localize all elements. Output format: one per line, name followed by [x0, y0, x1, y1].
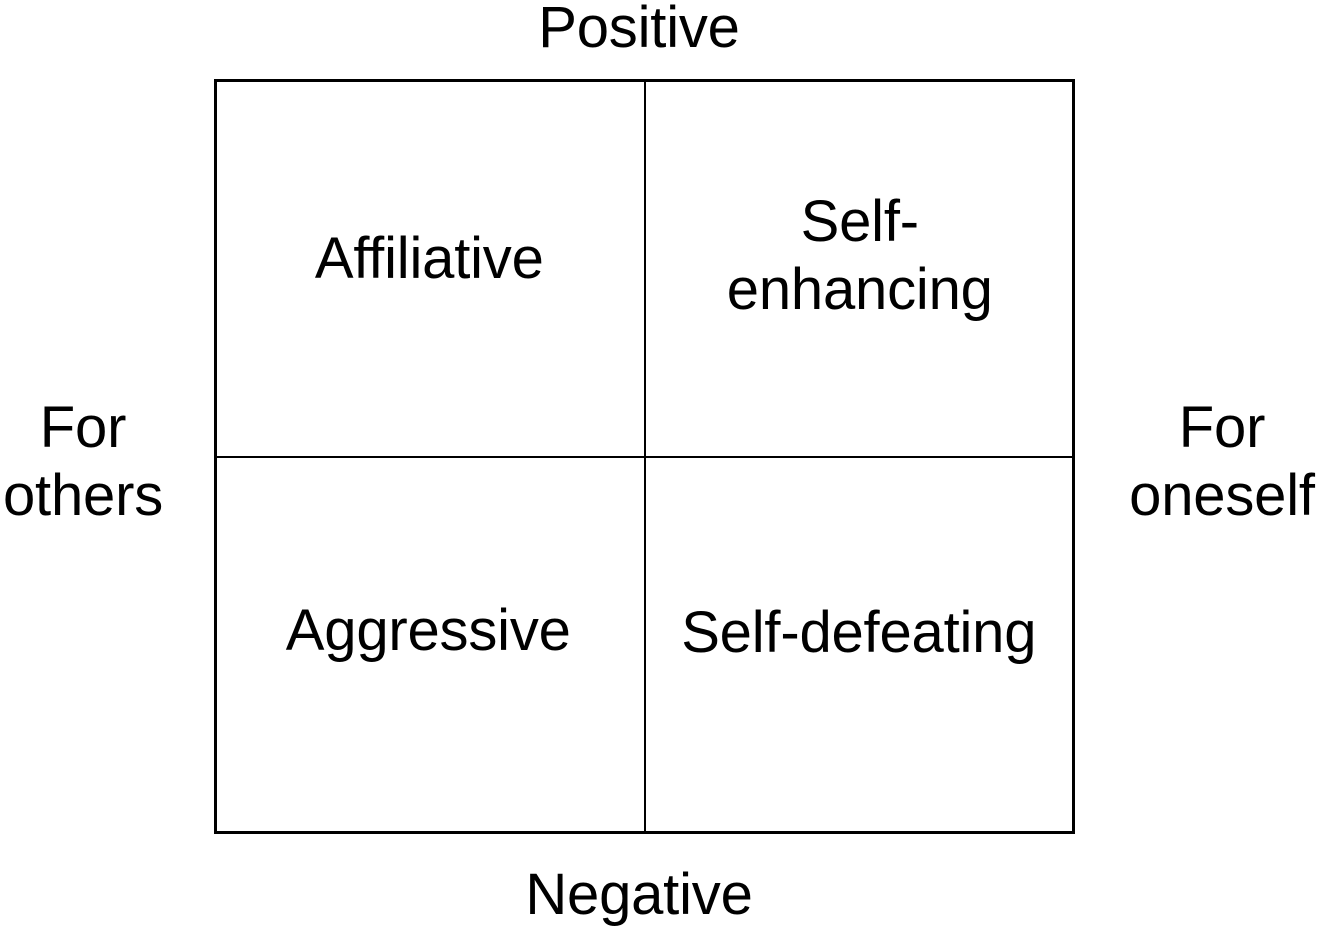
quadrant-label-aggressive: Aggressive — [285, 598, 571, 664]
axis-label-left-for-others: For others — [3, 395, 163, 528]
quadrant-top-right: Self- enhancing — [644, 82, 1072, 457]
axis-label-top-positive: Positive — [538, 0, 740, 60]
quadrant-top-left: Affiliative — [217, 82, 645, 457]
quadrant-bottom-right: Self-defeating — [644, 456, 1072, 831]
quadrant-label-affiliative: Affiliative — [314, 225, 544, 291]
quadrant-bottom-left: Aggressive — [217, 456, 645, 831]
axis-label-bottom-negative: Negative — [525, 862, 753, 927]
quadrant-label-self-defeating: Self-defeating — [681, 600, 1037, 666]
axis-label-right-for-oneself: For oneself — [1129, 395, 1315, 528]
quadrant-label-self-enhancing: Self- enhancing — [726, 188, 993, 322]
quadrant-matrix: Affiliative Self- enhancing Aggressive S… — [214, 79, 1075, 834]
